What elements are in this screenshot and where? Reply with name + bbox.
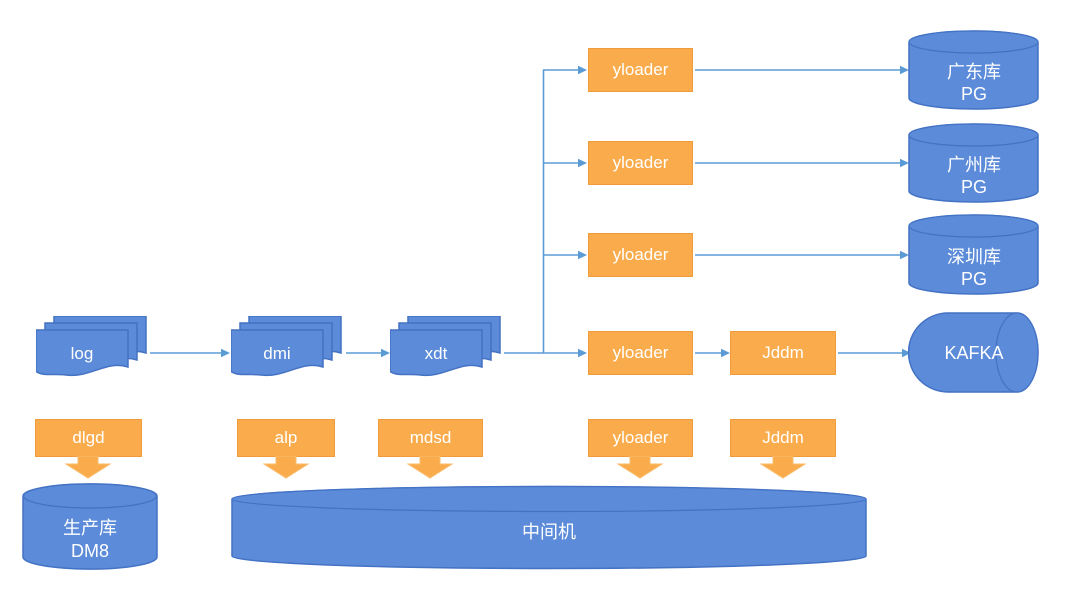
- jddm-label: Jddm: [762, 343, 804, 362]
- yloader-2-label: yloader: [612, 153, 669, 172]
- arrowheads: [221, 65, 911, 358]
- down-arrow-icon: [263, 456, 309, 479]
- kafka-label: KAFKA: [944, 343, 1003, 363]
- down-arrow-icon: [617, 456, 663, 479]
- xdt-label: xdt: [425, 344, 448, 363]
- deploy-tag-mdsd: mdsd: [378, 419, 483, 457]
- deploy-tag-yloader: yloader: [588, 419, 693, 457]
- node-yloader-2: yloader: [588, 141, 693, 185]
- shenzhen-name: 深圳库: [947, 247, 1001, 267]
- down-arrow-icon: [407, 456, 453, 479]
- document-stack-log: log: [36, 316, 147, 377]
- down-arrow-icon: [65, 456, 111, 479]
- guangzhou-name: 广州库: [947, 155, 1001, 175]
- production-type: DM8: [71, 541, 109, 561]
- database-kafka: KAFKA: [908, 312, 1039, 393]
- database-shenzhen-pg: 深圳库 PG: [908, 214, 1039, 295]
- document-stack-xdt: xdt: [390, 316, 501, 377]
- log-label: log: [71, 344, 94, 363]
- deploy-tag-jddm: Jddm: [730, 419, 836, 457]
- middleware-label: 中间机: [522, 522, 576, 542]
- guangzhou-type: PG: [961, 177, 987, 197]
- guangdong-type: PG: [961, 84, 987, 104]
- dlgd-label: dlgd: [72, 428, 105, 447]
- mdsd-label: mdsd: [409, 428, 452, 447]
- database-middleware: 中间机: [231, 485, 867, 570]
- alp-label: alp: [274, 428, 298, 447]
- yloader-1-label: yloader: [612, 60, 669, 79]
- deploy-jddm-label: Jddm: [762, 428, 804, 447]
- database-guangdong-pg: 广东库 PG: [908, 30, 1039, 110]
- database-guangzhou-pg: 广州库 PG: [908, 123, 1039, 203]
- connector-lines: [150, 69, 902, 354]
- guangdong-name: 广东库: [947, 62, 1001, 82]
- production-name: 生产库: [63, 518, 117, 538]
- document-stack-dmi: dmi: [231, 316, 342, 377]
- node-yloader-4: yloader: [588, 331, 693, 375]
- shenzhen-type: PG: [961, 269, 987, 289]
- down-arrow-icon: [760, 456, 806, 479]
- yloader-3-label: yloader: [612, 245, 669, 264]
- dmi-label: dmi: [263, 344, 290, 363]
- node-jddm: Jddm: [730, 331, 836, 375]
- yloader-4-label: yloader: [612, 343, 669, 362]
- database-production-dm8: 生产库 DM8: [22, 483, 158, 570]
- deploy-tag-dlgd: dlgd: [35, 419, 142, 457]
- deploy-tag-alp: alp: [237, 419, 335, 457]
- node-yloader-1: yloader: [588, 48, 693, 92]
- node-yloader-3: yloader: [588, 233, 693, 277]
- deploy-yloader-label: yloader: [612, 428, 669, 447]
